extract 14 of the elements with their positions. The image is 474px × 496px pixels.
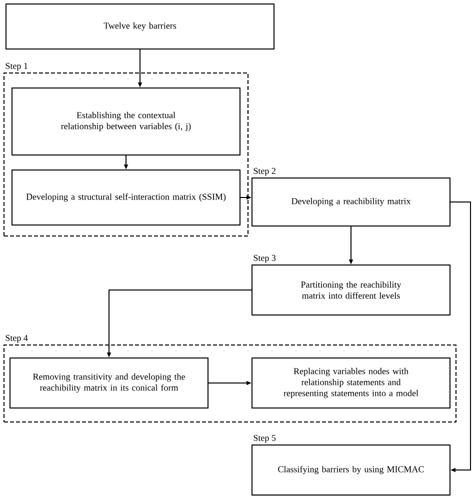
step-label: Step 3 — [254, 254, 276, 263]
process-box: Developing a reachibility matrix — [252, 178, 450, 226]
step-label: Step 5 — [254, 434, 276, 443]
process-box: Establishing the contextual relationship between variables (i, j) — [12, 88, 240, 156]
arrow — [450, 202, 471, 472]
step-label: Step 4 — [6, 334, 28, 343]
step-label: Step 2 — [254, 168, 276, 176]
process-box: Developing a structural self-interaction matrix (SSIM) — [12, 170, 240, 226]
process-box: Removing transitivity and developing the reachibility matrix in its conical form — [10, 358, 208, 408]
process-box: Twelve key barriers — [6, 4, 274, 50]
process-box: Classifying barriers by using MICMAC — [252, 444, 450, 496]
process-box: Replacing variables nodes with relationship statements and representing statements into a model — [252, 358, 450, 408]
step-label: Step 1 — [6, 62, 28, 71]
process-box: Partitioning the reachibility matrix into different levels — [252, 264, 450, 316]
